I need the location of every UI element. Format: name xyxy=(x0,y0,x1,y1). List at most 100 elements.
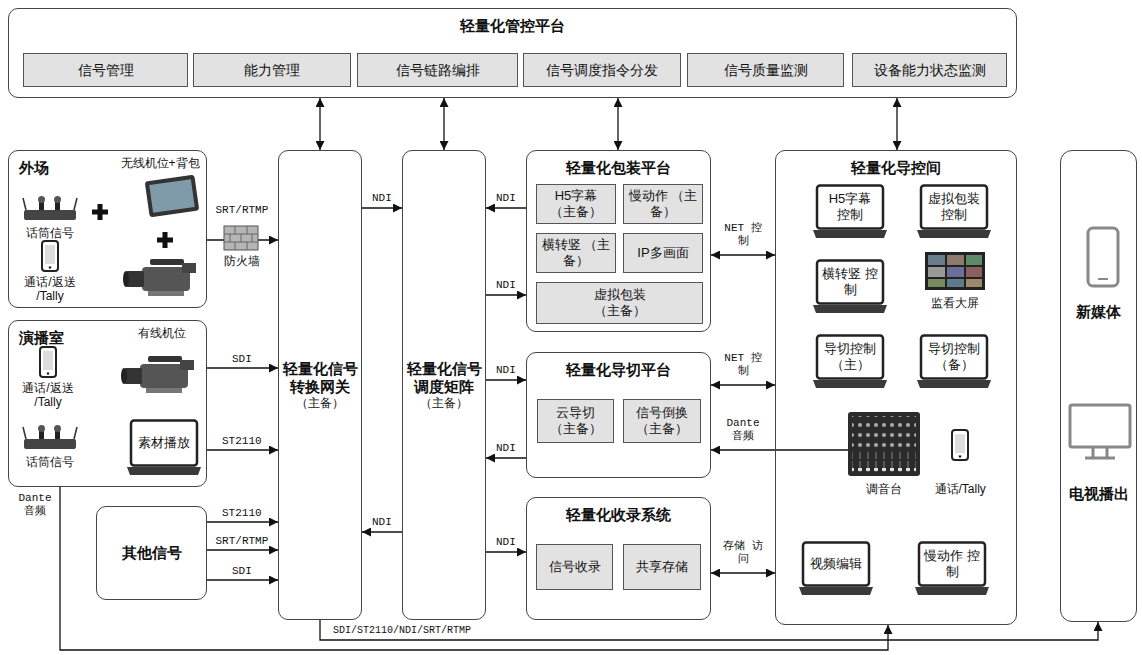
edge-label: Dante 音频 xyxy=(14,492,56,518)
node-text: 信号倒换 （主备） xyxy=(628,405,696,436)
node-text: 虚拟包装 （主备） xyxy=(585,287,655,318)
edge-label: NDI xyxy=(495,442,517,455)
node-text: 信号管理 xyxy=(78,62,134,79)
node-text: IP多画面 xyxy=(637,245,688,261)
laptop-base xyxy=(127,467,201,475)
connector xyxy=(207,549,278,550)
laptop-screen: 慢动作 控制 xyxy=(915,541,989,597)
connector xyxy=(207,521,278,522)
process-box: 信号链路编排 xyxy=(357,53,518,87)
laptop-screen: 视频编辑 xyxy=(799,541,873,597)
process-box: 信号质量监测 xyxy=(687,53,844,87)
laptop-screen: 虚拟包装 控制 xyxy=(917,184,991,240)
laptop-screen: 素材播放 xyxy=(127,419,201,477)
laptop-screen-frame xyxy=(921,336,987,379)
connector xyxy=(486,379,526,380)
edge-label: NDI xyxy=(495,536,517,549)
connector xyxy=(896,98,897,150)
annotation-label: 话筒信号 xyxy=(26,455,74,469)
edge-label: NDI xyxy=(495,192,517,205)
connector xyxy=(319,98,320,150)
edge-label: NDI xyxy=(371,516,393,529)
process-box: 信号管理 xyxy=(23,53,188,87)
node-text: （主备） xyxy=(296,396,344,410)
node-text: 信号调度指令分发 xyxy=(546,62,658,79)
edge-label: SRT/RTMP xyxy=(215,535,270,548)
edge-label: Dante 音频 xyxy=(722,417,764,443)
node-text: 共享存储 xyxy=(636,559,688,575)
annotation-label: 监看大屏 xyxy=(931,296,979,310)
node-text: H5字幕 （主备） xyxy=(541,188,611,219)
edge-label: NET 控制 xyxy=(722,352,764,378)
process-box: 能力管理 xyxy=(193,53,351,87)
connector xyxy=(443,98,444,150)
process-box: IP多画面 xyxy=(623,233,703,273)
process-box: 信号倒换 （主备） xyxy=(623,399,701,443)
annotation-label: 通话/返送 /Tally xyxy=(13,381,83,410)
process-box: 横转竖 （主备） xyxy=(536,233,616,273)
connector xyxy=(362,531,402,532)
laptop-screen-frame xyxy=(131,421,197,466)
node-text: 轻量化包装平台 xyxy=(527,159,710,177)
connector xyxy=(486,457,526,458)
annotation-label: 防火墙 xyxy=(224,254,260,268)
node-text: 云导切 （主备） xyxy=(542,405,609,436)
gateway-box: 轻量化信号 调度矩阵（主备） xyxy=(402,150,486,620)
source-box: 其他信号 xyxy=(96,506,207,600)
node-text: 信号链路编排 xyxy=(396,62,480,79)
connector xyxy=(60,487,888,650)
connector xyxy=(362,207,402,208)
process-box: 云导切 （主备） xyxy=(537,399,614,443)
connector xyxy=(711,254,775,255)
process-box: 信号调度指令分发 xyxy=(523,53,681,87)
node-text: 轻量化管控平台 xyxy=(9,17,1016,35)
connector xyxy=(711,449,775,450)
edge-label: SDI xyxy=(231,353,253,366)
laptop-base xyxy=(915,587,989,595)
process-box: 信号收录 xyxy=(536,544,613,590)
output-panel: 新媒体电视播出 xyxy=(1060,150,1137,622)
node-text: 横转竖 （主备） xyxy=(541,237,611,268)
annotation-label: 有线机位 xyxy=(138,326,186,340)
annotation-label: 通话/返送 /Tally xyxy=(15,275,85,304)
node-text: 虚拟包装 控制 xyxy=(925,191,983,222)
node-text: 轻量化信号 调度矩阵 xyxy=(406,360,482,396)
node-text: 设备能力状态监测 xyxy=(874,62,986,79)
panel-box: 轻量化收录系统信号收录 共享存储 xyxy=(526,497,711,620)
gateway-box: 轻量化信号 转换网关（主备） xyxy=(278,150,362,620)
laptop-base xyxy=(813,305,887,313)
annotation-label: 通话/Tally xyxy=(935,482,986,496)
node-text: 横转竖 控制 xyxy=(821,266,879,297)
connector xyxy=(486,294,526,295)
connector xyxy=(320,620,1098,640)
connector xyxy=(207,449,278,450)
edge-label: ST2110 xyxy=(221,507,263,520)
node-text: 电视播出 xyxy=(1061,485,1136,503)
edge-label: NDI xyxy=(495,364,517,377)
node-text: 慢动作 （主备） xyxy=(628,188,698,219)
edge-label: 存储 访问 xyxy=(722,540,764,566)
node-text: 能力管理 xyxy=(244,62,300,79)
node-text: 新媒体 xyxy=(1061,303,1136,321)
node-text: 其他信号 xyxy=(122,544,182,562)
panel-box: 轻量化包装平台 H5字幕 （主备） 慢动作 （主备） 横转竖 （主备） IP多画面虚拟包… xyxy=(526,150,711,332)
laptop-screen: 导切控制 （备） xyxy=(917,334,991,390)
node-text: 视频编辑 xyxy=(810,556,862,572)
node-text: 导切控制 （备） xyxy=(925,341,983,372)
edge-label: NDI xyxy=(371,192,393,205)
panel-box: 轻量化管控平台信号管理 能力管理 信号链路编排 信号调度指令分发 信号质量监测 设备能力状… xyxy=(8,8,1017,98)
laptop-screen: 横转竖 控制 xyxy=(813,259,887,315)
node-text: 素材播放 xyxy=(138,435,190,451)
laptop-base xyxy=(799,587,873,595)
laptop-screen-frame xyxy=(817,261,883,304)
edge-label: NET 控制 xyxy=(722,222,764,248)
process-box: 设备能力状态监测 xyxy=(852,53,1007,87)
node-text: 导切控制 （主） xyxy=(821,341,879,372)
node-text: 信号质量监测 xyxy=(724,62,808,79)
annotation-label: 调音台 xyxy=(866,482,902,496)
node-text: 轻量化收录系统 xyxy=(527,506,710,524)
annotation-label: 无线机位+背包 xyxy=(121,156,200,170)
node-text: 轻量化导控间 xyxy=(776,159,1016,177)
node-text: （主备） xyxy=(420,396,468,410)
